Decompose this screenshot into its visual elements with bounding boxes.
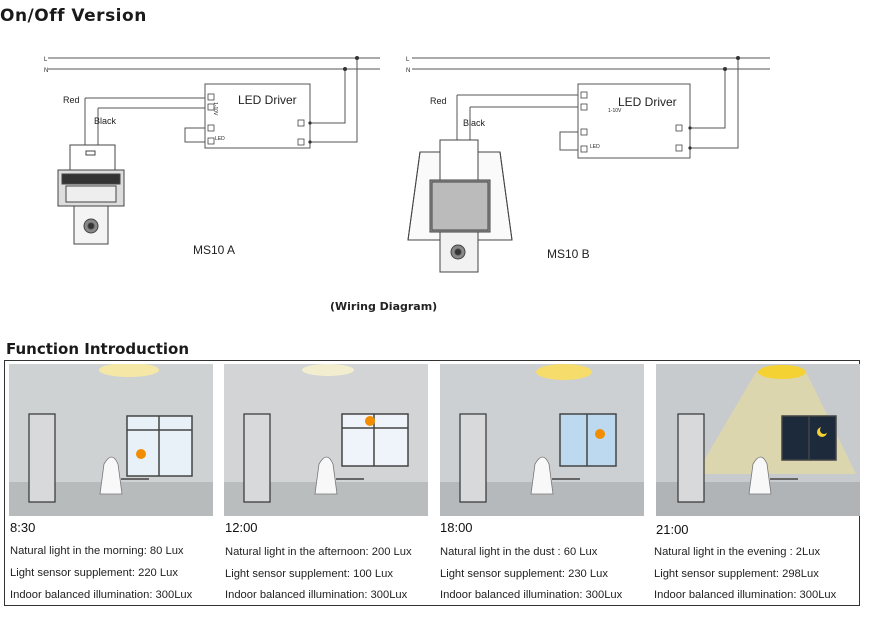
panel-1-natural: Natural light in the morning: 80 Lux — [10, 545, 184, 557]
panel-1-supplement: Light sensor supplement: 220 Lux — [10, 567, 178, 579]
sensor-a-drawing — [57, 144, 125, 245]
panel-3-indoor: Indoor balanced illumination: 300Lux — [440, 589, 623, 601]
panel-2-time: 12:00 — [225, 520, 258, 535]
wiring-caption: (Wiring Diagram) — [330, 300, 438, 313]
dim-label-a: 1-10V — [212, 102, 218, 116]
panel-4-supplement: Light sensor supplement: 298Lux — [654, 568, 819, 580]
red-wire-label-a: Red — [63, 95, 80, 105]
scene-morning — [9, 364, 213, 516]
scene-noon — [224, 364, 428, 516]
variant-a-label: MS10 A — [193, 243, 235, 257]
panel-3-natural: Natural light in the dust : 60 Lux — [440, 546, 598, 558]
black-wire-label-a: Black — [94, 116, 117, 126]
panel-4-natural: Natural light in the evening : 2Lux — [654, 546, 821, 558]
driver-label-b: LED Driver — [618, 95, 677, 109]
line-l-label-b: L — [406, 57, 410, 63]
panel-2-natural: Natural light in the afternoon: 200 Lux — [225, 546, 412, 558]
scene-dusk — [440, 364, 644, 516]
led-label-a: LED — [215, 136, 225, 142]
section-title-function: Function Introduction — [6, 340, 190, 358]
scene-evening — [656, 364, 860, 516]
driver-label-a: LED Driver — [238, 93, 297, 107]
panel-1-time: 8:30 — [10, 520, 36, 535]
panel-4-indoor: Indoor balanced illumination: 300Lux — [654, 589, 837, 601]
black-wire-label-b: Black — [463, 118, 486, 128]
section-title-onoff: On/Off Version — [0, 6, 147, 26]
variant-b-label: MS10 B — [547, 247, 590, 261]
panel-3-supplement: Light sensor supplement: 230 Lux — [440, 568, 608, 580]
panel-2-indoor: Indoor balanced illumination: 300Lux — [225, 589, 408, 601]
panel-3-time: 18:00 — [440, 520, 473, 535]
sensor-b-drawing — [407, 139, 513, 273]
dim-label-b: 1-10V — [608, 108, 622, 114]
red-wire-label-b: Red — [430, 96, 447, 106]
panel-4-time: 21:00 — [656, 522, 689, 537]
panel-1-indoor: Indoor balanced illumination: 300Lux — [10, 589, 193, 601]
panel-2-supplement: Light sensor supplement: 100 Lux — [225, 568, 393, 580]
led-label-b: LED — [590, 144, 600, 150]
line-l-label-a: L — [44, 57, 48, 63]
wiring-diagram: L N L N Red Black LED Driver 1-10V LED R… — [44, 56, 770, 273]
line-n-label-a: N — [44, 68, 48, 74]
line-n-label-b: N — [406, 68, 410, 74]
